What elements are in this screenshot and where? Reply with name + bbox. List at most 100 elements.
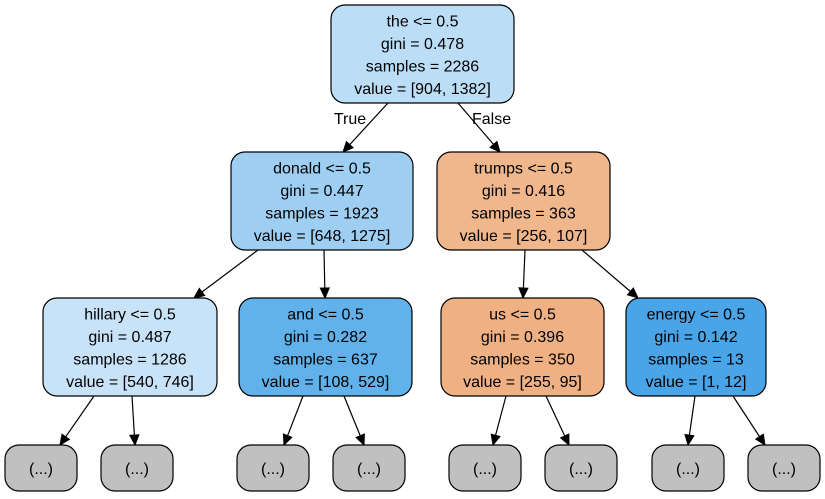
node-text-line: trumps <= 0.5: [474, 160, 573, 177]
node-text-line: gini = 0.487: [88, 329, 171, 346]
node-text-line: the <= 0.5: [386, 13, 458, 30]
node-text-line: value = [648, 1275]: [254, 228, 391, 245]
node-text-line: energy <= 0.5: [647, 306, 746, 323]
node-box: [651, 444, 725, 492]
node-text-line: samples = 637: [273, 351, 378, 368]
node-box: [330, 4, 515, 104]
node-text-line: gini = 0.447: [280, 183, 363, 200]
node-text-line: (...): [772, 461, 796, 478]
node-box: [747, 444, 821, 492]
arrow-head-icon: [490, 433, 501, 447]
edge-line: [323, 249, 326, 289]
node-box: [625, 297, 767, 397]
node-box: [440, 297, 605, 397]
nodes-layer: the <= 0.5 gini = 0.478 samples = 2286 valu…: [4, 4, 821, 492]
edge-n3-l1: [129, 395, 140, 447]
arrow-head-icon: [684, 433, 695, 447]
node-text-line: gini = 0.478: [381, 36, 464, 53]
truncated-subtree-node: (...): [4, 444, 78, 492]
node-text-line: gini = 0.416: [482, 183, 565, 200]
node-box: [238, 297, 413, 397]
node-text-line: (...): [676, 461, 700, 478]
node-text-line: value = [255, 95]: [463, 374, 582, 391]
arrow-head-icon: [342, 140, 354, 153]
arrow-head-icon: [282, 433, 293, 447]
edge-line: [545, 395, 566, 437]
edge-n6-l7: [732, 395, 766, 447]
truncated-subtree-node: (...): [544, 444, 618, 492]
edge-line: [732, 395, 761, 437]
node-text-line: samples = 363: [471, 205, 576, 222]
node-text-line: us <= 0.5: [489, 306, 556, 323]
node-text-line: samples = 350: [470, 351, 575, 368]
node-text-line: (...): [357, 461, 381, 478]
arrow-head-icon: [754, 433, 766, 447]
node-box: [436, 151, 611, 251]
edge-n1-n4: [319, 249, 331, 300]
node-box: [448, 444, 522, 492]
edge-line: [581, 249, 631, 292]
node-text-line: gini = 0.396: [481, 329, 564, 346]
edge-line: [349, 102, 389, 146]
node-text-line: value = [256, 107]: [460, 228, 588, 245]
node-text-line: samples = 1923: [265, 205, 379, 222]
edge-n4-l2: [282, 395, 304, 447]
node-text-line: (...): [29, 461, 53, 478]
split-node-n5: us <= 0.5 gini = 0.396 samples = 350 value …: [440, 297, 605, 397]
arrow-head-icon: [129, 434, 140, 447]
edge-line: [457, 102, 494, 145]
edge-line: [343, 395, 361, 436]
node-box: [4, 444, 78, 492]
edge-n4-l3: [343, 395, 365, 447]
edge-line: [688, 395, 696, 436]
node-text-line: value = [540, 746]: [66, 374, 194, 391]
edge-n6-l6: [684, 395, 696, 447]
node-text-line: samples = 2286: [366, 58, 480, 75]
node-box: [42, 297, 218, 397]
node-text-line: (...): [473, 461, 497, 478]
edge-line: [201, 249, 259, 293]
node-box: [230, 151, 414, 251]
node-text-line: value = [904, 1382]: [354, 81, 491, 98]
arrow-head-icon: [319, 287, 331, 300]
node-text-line: and <= 0.5: [287, 306, 364, 323]
edge-n1-n3: [193, 249, 259, 299]
arrow-head-icon: [489, 140, 501, 153]
arrow-head-icon: [355, 433, 365, 447]
node-text-line: (...): [569, 461, 593, 478]
edge-line: [494, 395, 507, 436]
node-text-line: hillary <= 0.5: [84, 306, 176, 323]
truncated-subtree-node: (...): [651, 444, 725, 492]
edge-line: [65, 395, 95, 438]
arrow-head-icon: [518, 287, 529, 300]
arrow-head-icon: [626, 287, 639, 299]
edge-n2-n6: [581, 249, 639, 299]
node-box: [236, 444, 310, 492]
arrow-head-icon: [559, 433, 570, 447]
node-box: [544, 444, 618, 492]
truncated-subtree-node: (...): [747, 444, 821, 492]
truncated-subtree-node: (...): [100, 444, 174, 492]
edge-line: [287, 395, 304, 436]
edge-n5-l5: [545, 395, 570, 447]
truncated-subtree-node: (...): [236, 444, 310, 492]
edge-label: False: [472, 111, 511, 128]
edge-n0-n2: False: [457, 102, 511, 153]
edge-label: True: [334, 111, 366, 128]
edges-layer: True False: [59, 102, 766, 447]
split-node-n3: hillary <= 0.5 gini = 0.487 samples = 1286…: [42, 297, 218, 397]
node-text-line: value = [1, 12]: [646, 374, 747, 391]
node-text-line: samples = 1286: [73, 351, 187, 368]
split-node-n0: the <= 0.5 gini = 0.478 samples = 2286 valu…: [330, 4, 515, 104]
edge-n0-n1: True: [334, 102, 389, 153]
arrow-head-icon: [193, 287, 206, 299]
node-text-line: (...): [125, 461, 149, 478]
node-text-line: samples = 13: [648, 351, 744, 368]
node-box: [332, 444, 406, 492]
edge-n3-l0: [59, 395, 95, 447]
truncated-subtree-node: (...): [448, 444, 522, 492]
